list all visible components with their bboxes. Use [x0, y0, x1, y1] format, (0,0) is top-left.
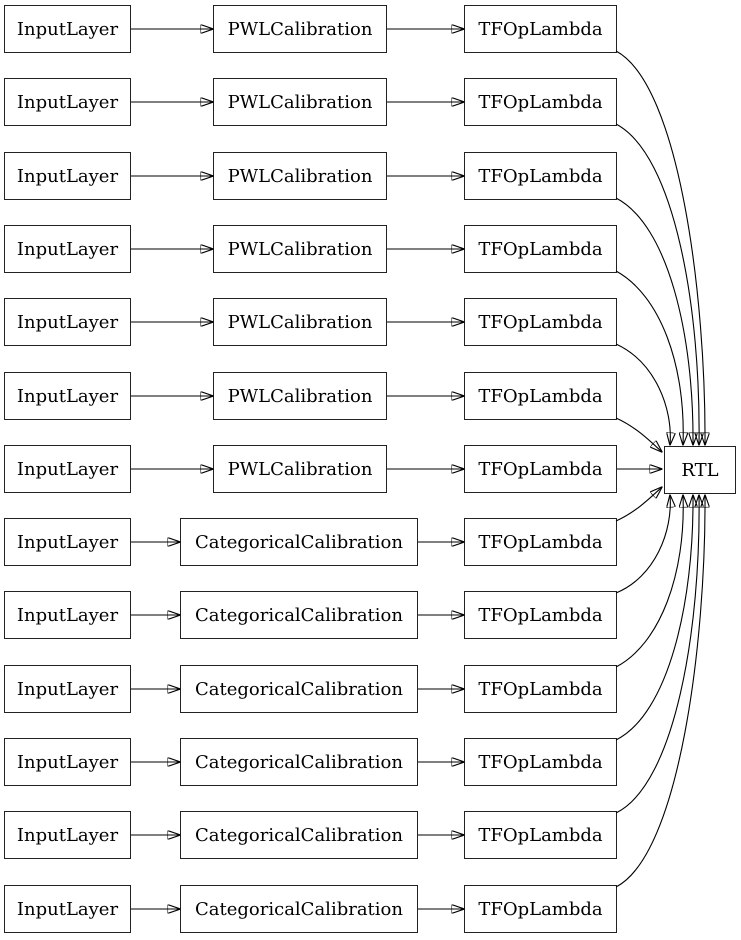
edge-arrow	[615, 495, 693, 741]
node-calibration: PWLCalibration	[213, 152, 387, 200]
node-calibration: PWLCalibration	[213, 225, 387, 273]
node-label: PWLCalibration	[227, 385, 373, 407]
edge-arrow	[615, 197, 693, 445]
edge-arrow	[615, 50, 705, 445]
edge-arrow	[615, 495, 705, 888]
node-label: TFOpLambda	[478, 311, 603, 333]
node-label: TFOpLambda	[478, 458, 603, 480]
node-calibration: CategoricalCalibration	[180, 885, 418, 933]
node-label: InputLayer	[16, 311, 119, 333]
node-label: CategoricalCalibration	[195, 751, 403, 773]
node-calibration: CategoricalCalibration	[180, 518, 418, 566]
node-tf-op-lambda: TFOpLambda	[464, 738, 617, 786]
edge-arrow	[615, 270, 683, 445]
node-tf-op-lambda: TFOpLambda	[464, 78, 617, 126]
node-tf-op-lambda: TFOpLambda	[464, 5, 617, 53]
node-label: TFOpLambda	[478, 604, 603, 626]
node-calibration: CategoricalCalibration	[180, 665, 418, 713]
node-calibration: PWLCalibration	[213, 298, 387, 346]
node-label: RTL	[681, 459, 719, 481]
node-label: InputLayer	[16, 18, 119, 40]
node-label: CategoricalCalibration	[195, 604, 403, 626]
node-input-layer: InputLayer	[4, 811, 131, 859]
node-input-layer: InputLayer	[4, 225, 131, 273]
edge-arrow	[615, 495, 699, 814]
node-input-layer: InputLayer	[4, 885, 131, 933]
node-label: InputLayer	[16, 238, 119, 260]
node-input-layer: InputLayer	[4, 591, 131, 639]
node-input-layer: InputLayer	[4, 738, 131, 786]
node-label: CategoricalCalibration	[195, 898, 403, 920]
node-tf-op-lambda: TFOpLambda	[464, 298, 617, 346]
node-tf-op-lambda: TFOpLambda	[464, 152, 617, 200]
node-label: TFOpLambda	[478, 678, 603, 700]
node-input-layer: InputLayer	[4, 298, 131, 346]
node-label: TFOpLambda	[478, 751, 603, 773]
node-tf-op-lambda: TFOpLambda	[464, 811, 617, 859]
node-label: PWLCalibration	[227, 18, 373, 40]
node-label: TFOpLambda	[478, 824, 603, 846]
node-rtl: RTL	[664, 446, 736, 494]
node-label: TFOpLambda	[478, 898, 603, 920]
node-calibration: PWLCalibration	[213, 5, 387, 53]
node-label: InputLayer	[16, 678, 119, 700]
node-calibration: CategoricalCalibration	[180, 811, 418, 859]
node-calibration: CategoricalCalibration	[180, 738, 418, 786]
node-label: CategoricalCalibration	[195, 824, 403, 846]
node-label: PWLCalibration	[227, 165, 373, 187]
node-input-layer: InputLayer	[4, 445, 131, 493]
edge-arrow	[615, 417, 662, 452]
node-tf-op-lambda: TFOpLambda	[464, 591, 617, 639]
node-label: InputLayer	[16, 458, 119, 480]
node-label: TFOpLambda	[478, 165, 603, 187]
node-label: TFOpLambda	[478, 385, 603, 407]
node-input-layer: InputLayer	[4, 78, 131, 126]
edge-arrow	[615, 343, 670, 445]
node-tf-op-lambda: TFOpLambda	[464, 445, 617, 493]
node-calibration: PWLCalibration	[213, 372, 387, 420]
edge-arrow	[615, 487, 662, 522]
node-label: InputLayer	[16, 165, 119, 187]
node-label: InputLayer	[16, 604, 119, 626]
node-label: PWLCalibration	[227, 238, 373, 260]
node-tf-op-lambda: TFOpLambda	[464, 372, 617, 420]
edge-arrow	[615, 495, 683, 668]
node-label: InputLayer	[16, 824, 119, 846]
node-label: InputLayer	[16, 91, 119, 113]
node-tf-op-lambda: TFOpLambda	[464, 885, 617, 933]
edge-arrow	[615, 495, 670, 594]
node-label: CategoricalCalibration	[195, 531, 403, 553]
node-input-layer: InputLayer	[4, 152, 131, 200]
node-label: TFOpLambda	[478, 238, 603, 260]
node-calibration: PWLCalibration	[213, 445, 387, 493]
node-calibration: CategoricalCalibration	[180, 591, 418, 639]
node-label: TFOpLambda	[478, 531, 603, 553]
node-label: InputLayer	[16, 531, 119, 553]
node-label: InputLayer	[16, 385, 119, 407]
node-input-layer: InputLayer	[4, 665, 131, 713]
node-label: TFOpLambda	[478, 18, 603, 40]
node-label: PWLCalibration	[227, 91, 373, 113]
node-label: PWLCalibration	[227, 458, 373, 480]
node-label: PWLCalibration	[227, 311, 373, 333]
node-label: InputLayer	[16, 751, 119, 773]
node-input-layer: InputLayer	[4, 372, 131, 420]
node-label: InputLayer	[16, 898, 119, 920]
edge-arrow	[615, 123, 699, 445]
node-tf-op-lambda: TFOpLambda	[464, 665, 617, 713]
node-tf-op-lambda: TFOpLambda	[464, 225, 617, 273]
node-input-layer: InputLayer	[4, 5, 131, 53]
node-calibration: PWLCalibration	[213, 78, 387, 126]
node-label: TFOpLambda	[478, 91, 603, 113]
node-tf-op-lambda: TFOpLambda	[464, 518, 617, 566]
node-label: CategoricalCalibration	[195, 678, 403, 700]
node-input-layer: InputLayer	[4, 518, 131, 566]
